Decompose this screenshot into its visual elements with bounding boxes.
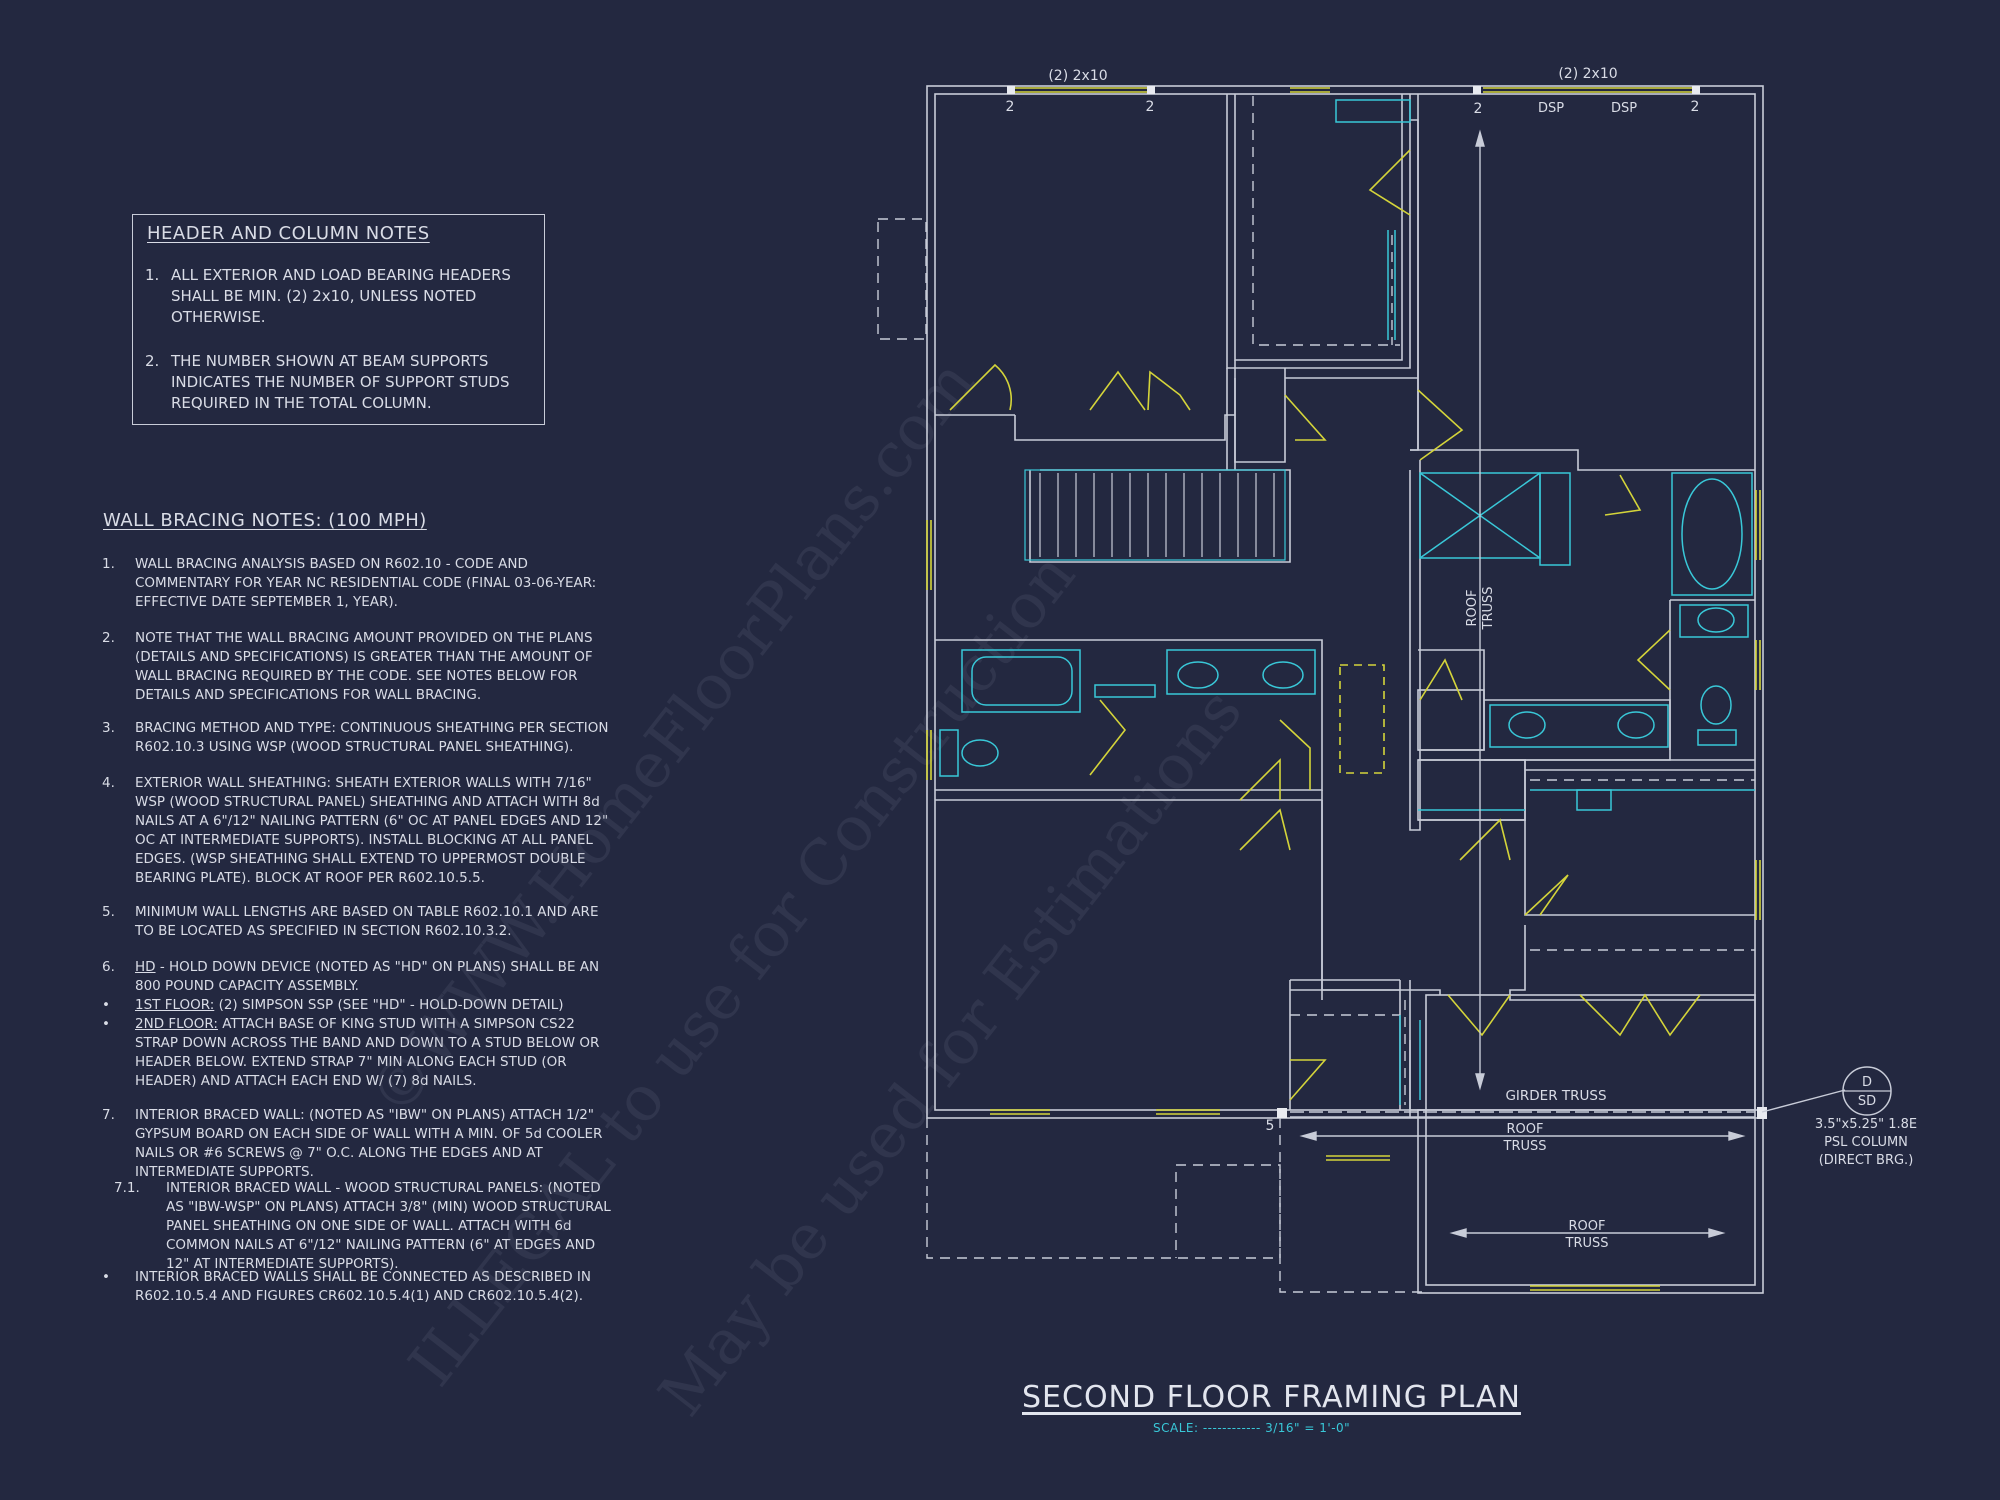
roof-truss-1-line-1: ROOF [1507,1122,1544,1137]
plan-labels: (2) 2x10 (2) 2x10 2 2 2 2 DSP DSP 5 ROOF… [1006,66,1700,1251]
wall-bracing-title: WALL BRACING NOTES: (100 MPH) [103,510,427,531]
plan-title: SECOND FLOOR FRAMING PLAN [1022,1380,1521,1415]
wall-bracing-note-1: 1.WALL BRACING ANALYSIS BASED ON R602.10… [102,556,597,610]
wall-bracing-bullet-connected: •INTERIOR BRACED WALLS SHALL BE CONNECTE… [102,1269,591,1304]
sink-hall-1 [1177,661,1219,689]
roof-truss-vertical-2: TRUSS [1481,587,1496,631]
column-tag-top: D [1862,1075,1872,1090]
watermark-line-3: May be used for Estimations [644,675,1256,1429]
exterior-wall-outer [926,85,1764,1119]
sink-master-2 [1617,711,1655,739]
walls [926,85,1764,1294]
beam-supports [1007,86,1767,1119]
stair [1024,469,1286,561]
wall-bracing-bullet-2nd-floor: •2ND FLOOR: ATTACH BASE OF KING STUD WIT… [102,1016,600,1089]
truss-arrows [1290,129,1846,1238]
roof-truss-vertical-1: ROOF [1465,590,1480,627]
wall-bracing-note-2: 2.NOTE THAT THE WALL BRACING AMOUNT PROV… [102,630,593,703]
rear-porch-wall [1417,1109,1764,1294]
wall-bracing-note-7-1: 7.1.INTERIOR BRACED WALL - WOOD STRUCTUR… [114,1180,611,1272]
header-column-notes-box: HEADER AND COLUMN NOTES 1. ALL EXTERIOR … [132,214,545,425]
column-note-line-1: 3.5"x5.25" 1.8E [1815,1117,1917,1132]
header-left [1012,87,1150,93]
support-count-2: 2 [1146,99,1155,115]
toilet-hall-bath [961,739,999,767]
wall-bracing-note-3: 3.BRACING METHOD AND TYPE: CONTINUOUS SH… [102,720,609,755]
roof-truss-2-line-1: ROOF [1569,1219,1606,1234]
toilet-master-tank [1697,607,1735,633]
dashed-lines [877,96,1755,1293]
column-tag: D SD 3.5"x5.25" 1.8E PSL COLUMN (DIRECT … [1815,1066,1917,1168]
support-count-1: 2 [1006,99,1015,115]
plumbing-fixtures [939,99,1755,1105]
column-note-line-3: (DIRECT BRG.) [1819,1153,1914,1168]
plan-scale: SCALE: ------------ 3/16" = 1'-0" [1153,1421,1351,1435]
dsp-label-2: DSP [1611,101,1637,116]
wall-bracing-note-6: 6.HD - HOLD DOWN DEVICE (NOTED AS "HD" O… [102,959,600,994]
column-note-line-2: PSL COLUMN [1824,1135,1908,1150]
sink-hall-2 [1262,661,1304,689]
header-note-2: 2. THE NUMBER SHOWN AT BEAM SUPPORTS IND… [145,352,510,412]
header-label-right: (2) 2x10 [1558,66,1617,82]
header-note-1: 1. ALL EXTERIOR AND LOAD BEARING HEADERS… [145,266,511,326]
support-count-5: 5 [1266,1118,1275,1134]
header-right [1483,87,1700,93]
wall-bracing-bullet-1st-floor: •1ST FLOOR: (2) SIMPSON SSP (SEE "HD" - … [102,997,564,1013]
header-label-left: (2) 2x10 [1048,68,1107,84]
dsp-label-1: DSP [1538,101,1564,116]
roof-truss-1-line-2: TRUSS [1503,1139,1547,1154]
header-notes-title: HEADER AND COLUMN NOTES [147,223,430,244]
toilet-master [1700,685,1732,725]
roof-truss-2-line-2: TRUSS [1565,1236,1609,1251]
girder-truss-label: GIRDER TRUSS [1505,1088,1606,1104]
watermark: ©WWW.HomeFloorPlans.com ILLEGAL to use f… [354,346,1256,1429]
sink-master-1 [1508,711,1546,739]
doors-headers [926,87,1761,1291]
column-tag-bottom: SD [1858,1094,1876,1109]
wall-bracing-note-4: 4.EXTERIOR WALL SHEATHING: SHEATH EXTERI… [102,775,609,886]
bathtub [961,649,1081,713]
wall-bracing-note-7: 7.INTERIOR BRACED WALL: (NOTED AS "IBW" … [102,1107,603,1180]
soaking-tub [1681,478,1743,590]
support-count-3: 2 [1474,101,1483,117]
wall-bracing-note-5: 5.MINIMUM WALL LENGTHS ARE BASED ON TABL… [102,904,599,939]
support-count-4: 2 [1691,99,1700,115]
